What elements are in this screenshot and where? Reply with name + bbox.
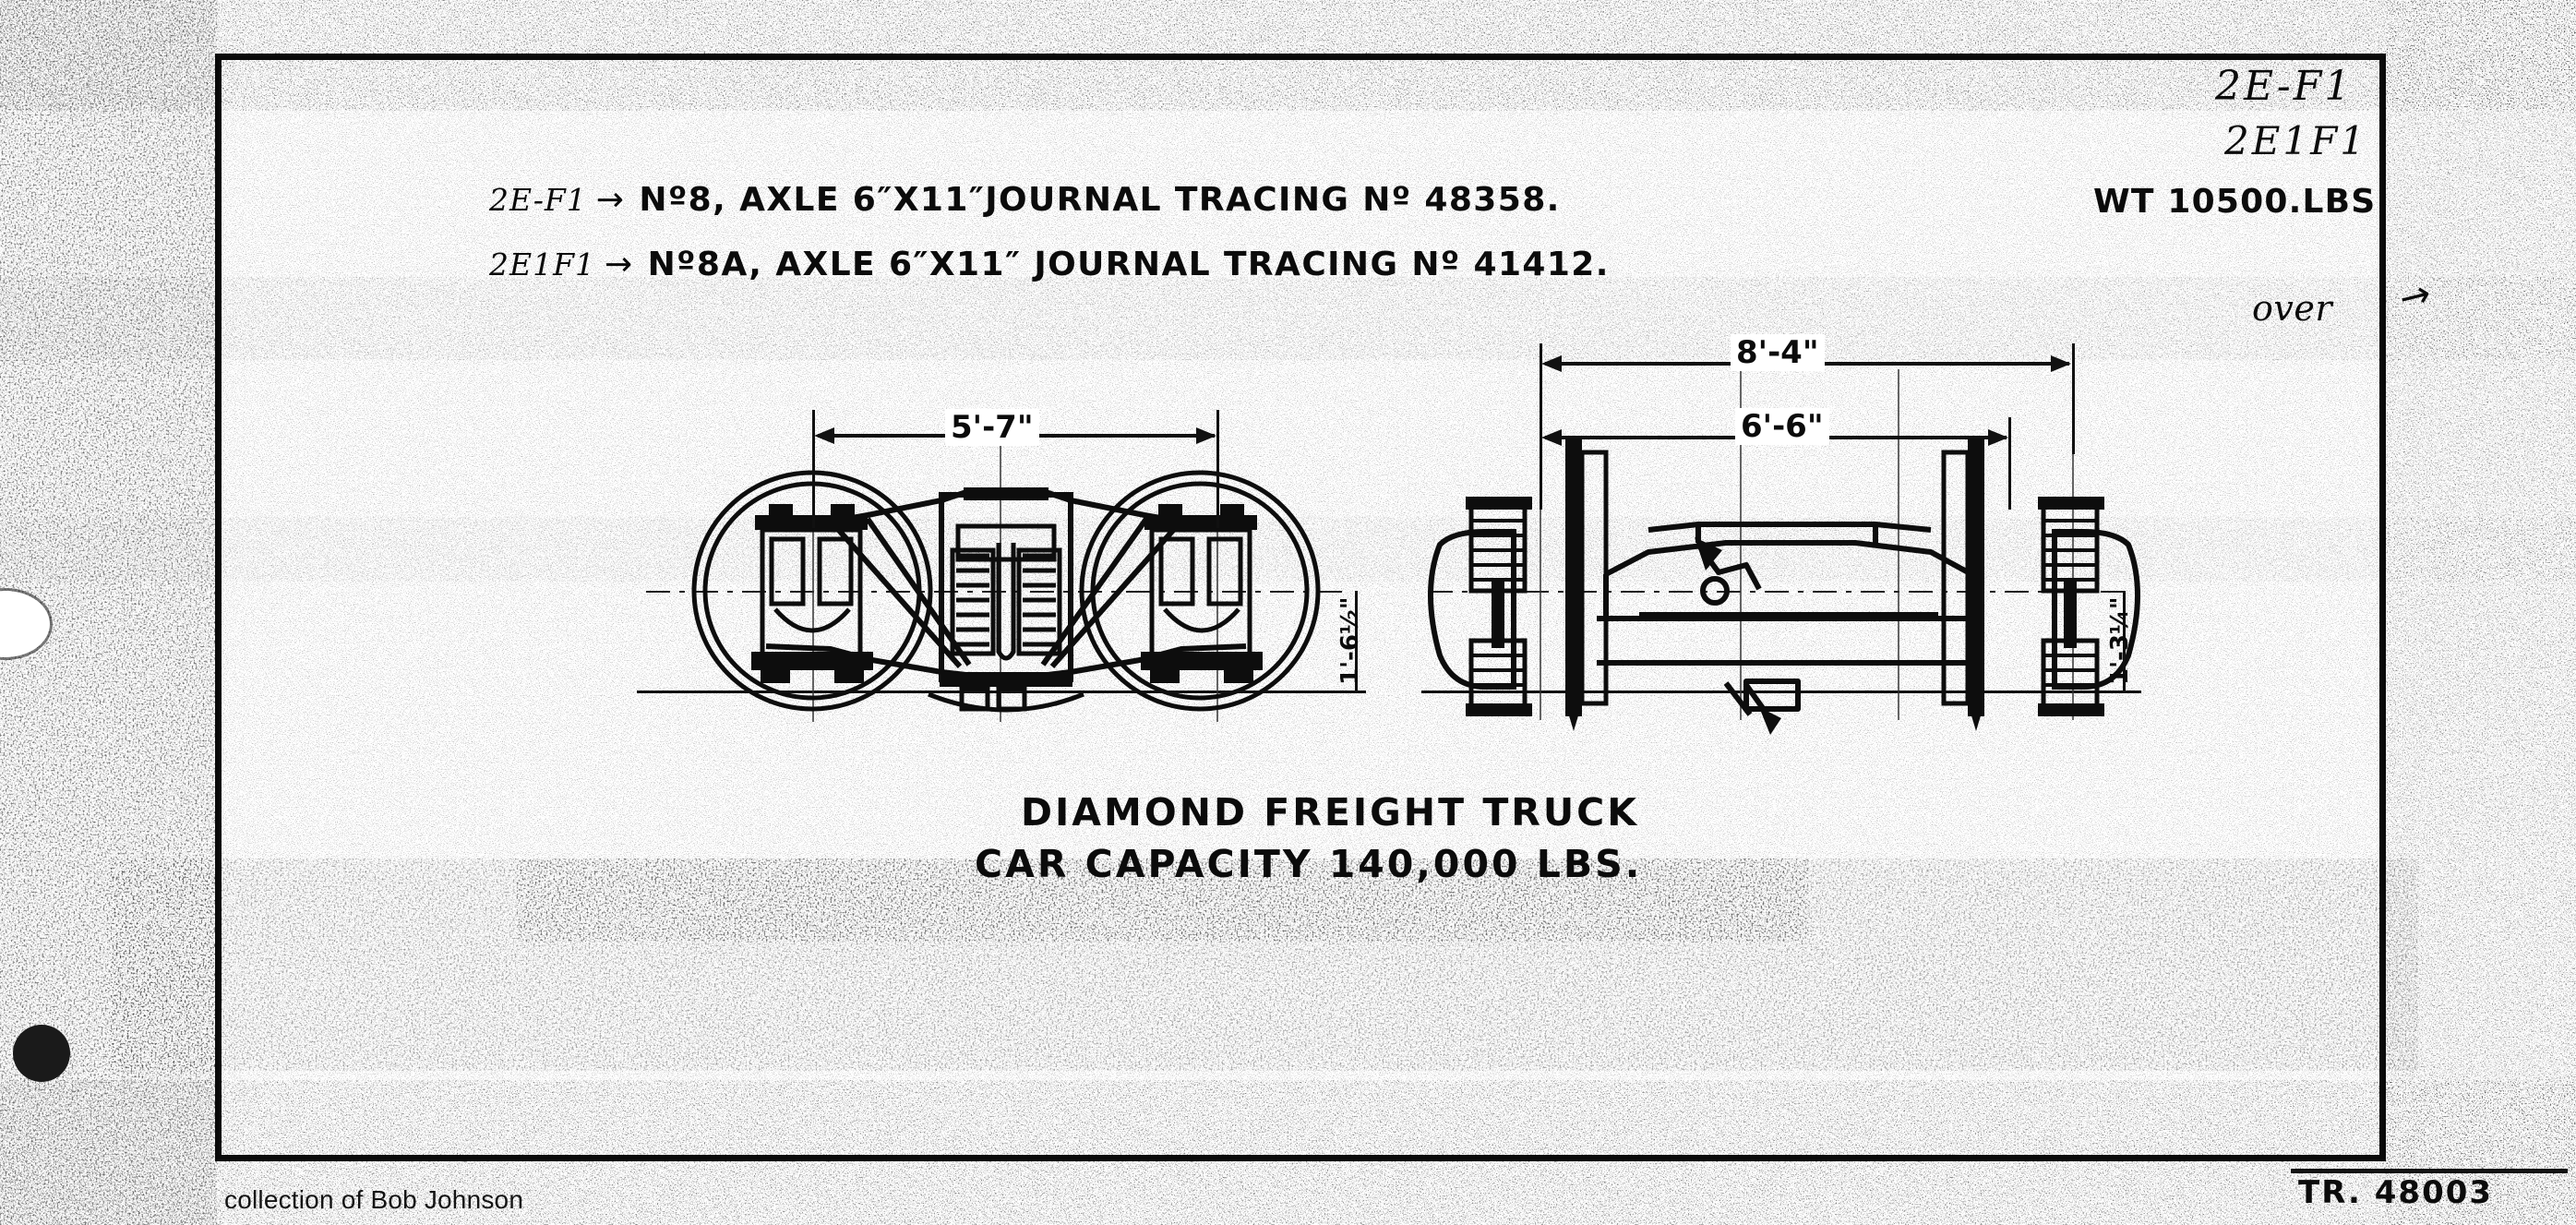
side-view-axis-left xyxy=(812,417,814,722)
end-overall-arrow-left-icon xyxy=(1541,355,1562,372)
end-gauge-arrow-right-icon xyxy=(1988,429,2008,446)
spec-line-2-body: Nº8A, AXLE 6″X11″ JOURNAL TRACING Nº 414… xyxy=(647,246,1610,283)
collection-credit: collection of Bob Johnson xyxy=(224,1185,524,1214)
end-elevation-drawing xyxy=(1421,434,2151,739)
side-dim-arrow-right-icon xyxy=(1196,427,1216,444)
end-overall-dim-ext-left xyxy=(1540,343,1542,454)
title-line-2: CAR CAPACITY 140,000 LBS. xyxy=(975,842,1643,886)
spec-line-1-arrow-icon: → xyxy=(595,181,625,219)
end-right-journal-box xyxy=(2038,497,2140,716)
spec-line-2: 2E1F1→ Nº8A, AXLE 6″X11″ JOURNAL TRACING … xyxy=(489,246,1610,283)
end-overall-dim-ext-right xyxy=(2072,343,2075,454)
side-left-journal-box xyxy=(751,504,873,683)
drawing-frame-border xyxy=(215,54,2386,1161)
end-view-axis-right xyxy=(1898,369,1899,720)
binder-hole-artifact-bottom xyxy=(13,1025,70,1082)
side-wheelbase-dimension: 5'-7" xyxy=(945,409,1039,446)
end-overall-arrow-right-icon xyxy=(2051,355,2071,372)
end-view-rail-line xyxy=(1421,691,2141,693)
end-brake-lever-detail xyxy=(1695,537,1801,735)
end-gauge-dim-ext-left xyxy=(1540,417,1542,510)
end-overall-dimension: 8'-4" xyxy=(1731,334,1825,371)
spec-line-1: 2E-F1→ Nº8, AXLE 6″X11″JOURNAL TRACING Nº… xyxy=(489,181,1561,219)
title-line-1: DIAMOND FREIGHT TRUCK xyxy=(1021,790,1640,835)
end-view-center-line xyxy=(1429,591,2130,593)
over-arrow-icon: → xyxy=(2394,271,2437,321)
side-bolster-spring-nest xyxy=(928,487,1084,713)
binder-hole-artifact-top xyxy=(0,591,50,657)
end-height-dim-ext xyxy=(2123,591,2126,692)
side-dim-ext-right xyxy=(1216,410,1219,528)
spec-line-1-tag: 2E-F1 xyxy=(489,182,587,218)
weight-note: WT 10500.LBS. xyxy=(2093,183,2390,221)
end-gauge-dimension: 6'-6" xyxy=(1735,408,1829,445)
end-left-journal-box xyxy=(1428,497,1532,716)
end-view-axis-far-right xyxy=(2072,369,2074,720)
side-dim-arrow-left-icon xyxy=(814,427,834,444)
spec-line-2-tag: 2E1F1 xyxy=(489,246,595,282)
side-elevation-drawing xyxy=(637,434,1375,739)
side-view-rail-line xyxy=(637,691,1366,693)
side-right-journal-box xyxy=(1141,504,1263,683)
end-view-axis-left xyxy=(1540,369,1541,720)
end-height-dimension: 1'-3¼" xyxy=(2106,596,2134,685)
end-right-wheel xyxy=(1941,439,1984,731)
side-view-axis-right xyxy=(1216,417,1218,722)
side-dim-ext-left xyxy=(812,410,815,528)
end-left-wheel xyxy=(1565,439,1609,731)
over-note: over xyxy=(2252,288,2332,329)
corner-code-secondary: 2E1F1 xyxy=(2224,118,2367,163)
end-gauge-arrow-left-icon xyxy=(1541,429,1562,446)
spec-line-2-arrow-icon: → xyxy=(604,246,633,283)
end-gauge-dim-ext-right xyxy=(2008,417,2011,510)
side-height-dimension: 1'-6½" xyxy=(1336,596,1364,685)
side-height-dim-ext xyxy=(1355,591,1358,692)
drawing-number-rule xyxy=(2291,1169,2568,1173)
corner-code-primary: 2E-F1 xyxy=(2215,63,2354,110)
drawing-number: TR. 48003 xyxy=(2298,1174,2494,1211)
spec-line-1-body: Nº8, AXLE 6″X11″JOURNAL TRACING Nº 48358… xyxy=(639,181,1561,219)
